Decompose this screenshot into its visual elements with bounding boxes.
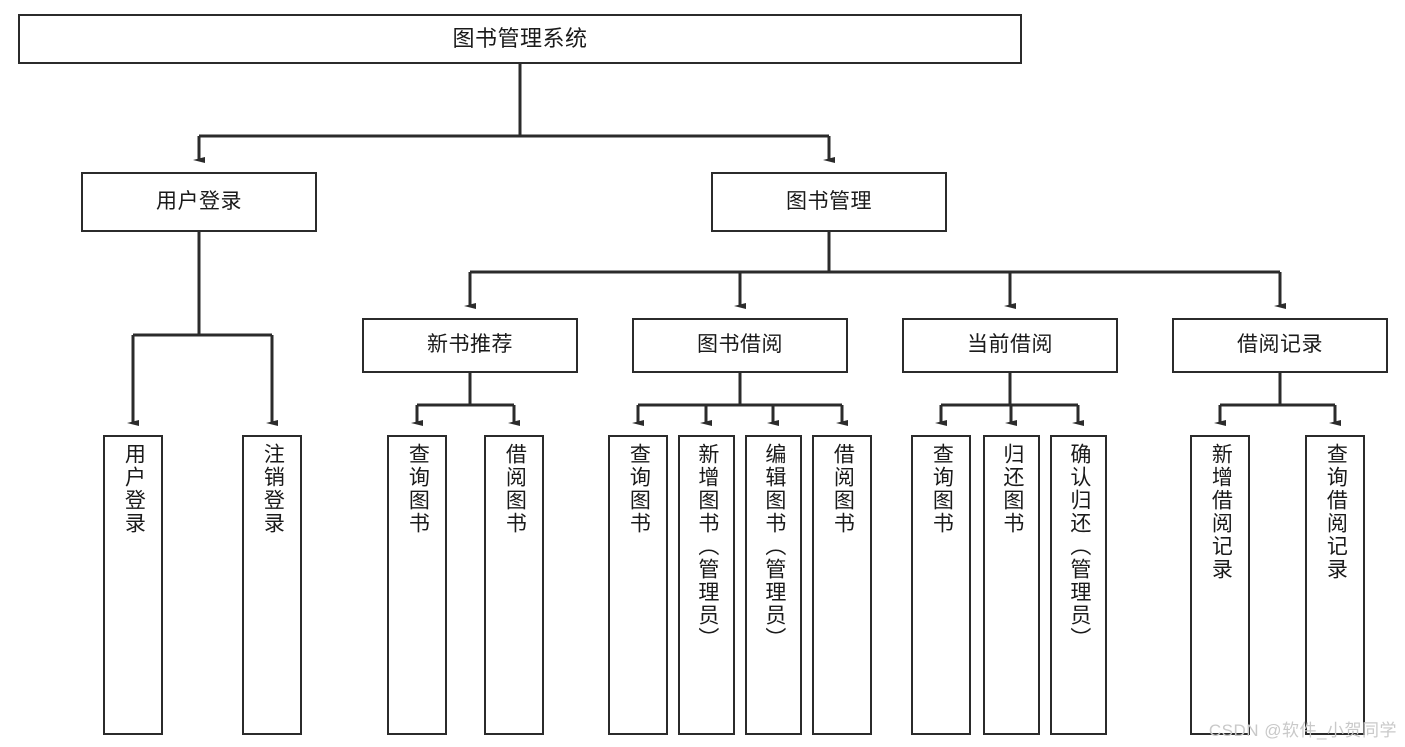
node-leaf-query-book-3-label: 查询图书: [930, 443, 954, 535]
node-leaf-borrow-book-1[interactable]: 借阅图书: [484, 435, 544, 735]
node-book-manage-label: 图书管理: [786, 189, 872, 213]
node-leaf-confirm-return-label: 确认归还（管理员）: [1067, 443, 1091, 650]
node-book-borrow[interactable]: 图书借阅: [632, 318, 848, 373]
node-new-book-rec-label: 新书推荐: [427, 333, 513, 357]
node-book-manage[interactable]: 图书管理: [711, 172, 947, 232]
node-root[interactable]: 图书管理系统: [18, 14, 1022, 64]
node-current-borrow[interactable]: 当前借阅: [902, 318, 1118, 373]
node-leaf-add-record[interactable]: 新增借阅记录: [1190, 435, 1250, 735]
node-borrow-record[interactable]: 借阅记录: [1172, 318, 1388, 373]
node-borrow-record-label: 借阅记录: [1237, 333, 1323, 357]
node-leaf-return-book[interactable]: 归还图书: [983, 435, 1040, 735]
node-book-borrow-label: 图书借阅: [697, 333, 783, 357]
node-leaf-return-book-label: 归还图书: [1000, 443, 1024, 535]
node-leaf-edit-book[interactable]: 编辑图书（管理员）: [745, 435, 802, 735]
node-leaf-query-record[interactable]: 查询借阅记录: [1305, 435, 1365, 735]
node-leaf-borrow-book-1-label: 借阅图书: [503, 443, 527, 535]
node-leaf-user-login-label: 用户登录: [122, 443, 146, 535]
node-current-borrow-label: 当前借阅: [967, 333, 1053, 357]
node-leaf-logout-label: 注销登录: [261, 443, 285, 535]
node-leaf-query-book-1-label: 查询图书: [406, 443, 430, 535]
node-user-login-label: 用户登录: [156, 189, 242, 213]
node-leaf-logout[interactable]: 注销登录: [242, 435, 302, 735]
node-user-login[interactable]: 用户登录: [81, 172, 317, 232]
node-leaf-query-book-3[interactable]: 查询图书: [911, 435, 971, 735]
node-leaf-query-book-2-label: 查询图书: [627, 443, 651, 535]
node-leaf-query-record-label: 查询借阅记录: [1324, 443, 1348, 581]
node-root-label: 图书管理系统: [452, 26, 588, 52]
node-leaf-add-record-label: 新增借阅记录: [1209, 443, 1233, 581]
node-leaf-borrow-book-2[interactable]: 借阅图书: [812, 435, 872, 735]
node-leaf-borrow-book-2-label: 借阅图书: [831, 443, 855, 535]
node-leaf-query-book-2[interactable]: 查询图书: [608, 435, 668, 735]
watermark: CSDN @软件_小贺同学: [1208, 721, 1397, 740]
node-new-book-rec[interactable]: 新书推荐: [362, 318, 578, 373]
node-leaf-confirm-return[interactable]: 确认归还（管理员）: [1050, 435, 1107, 735]
node-leaf-query-book-1[interactable]: 查询图书: [387, 435, 447, 735]
node-leaf-add-book-label: 新增图书（管理员）: [695, 443, 719, 650]
node-leaf-user-login[interactable]: 用户登录: [103, 435, 163, 735]
node-leaf-edit-book-label: 编辑图书（管理员）: [762, 443, 786, 650]
node-leaf-add-book[interactable]: 新增图书（管理员）: [678, 435, 735, 735]
